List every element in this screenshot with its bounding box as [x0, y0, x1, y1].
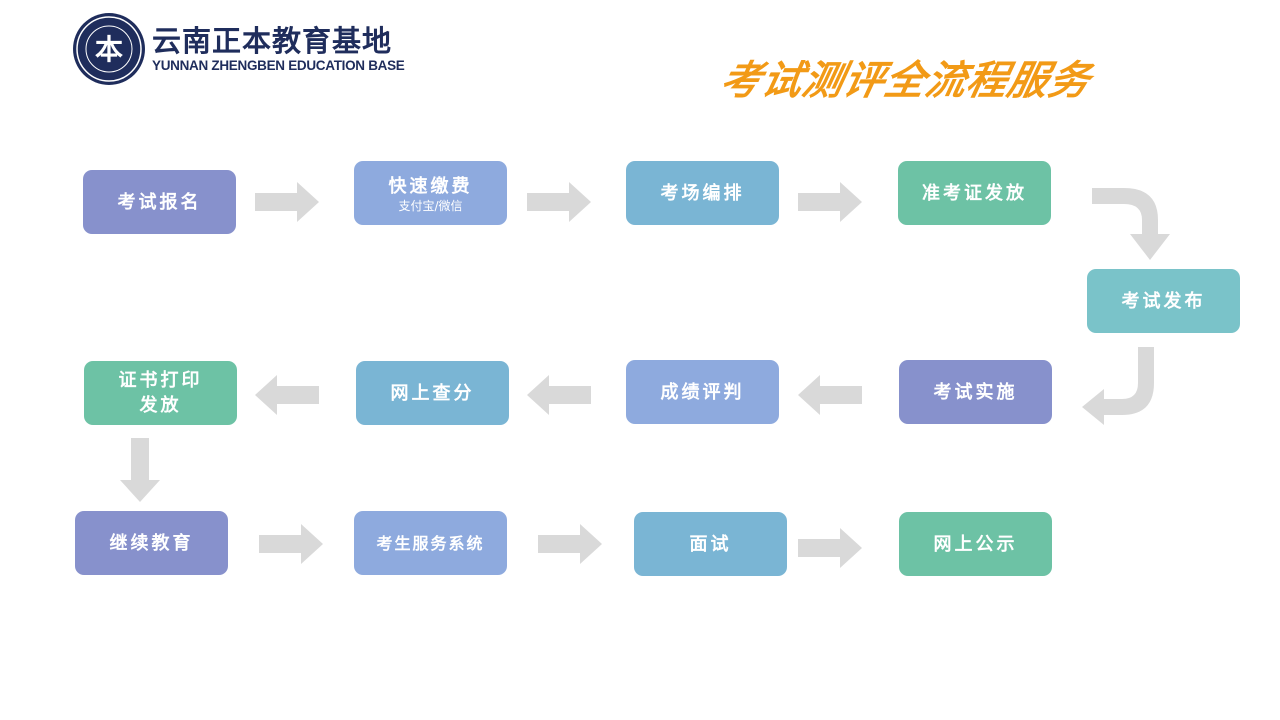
seal-emblem-icon: 本 — [74, 14, 144, 84]
page-title: 考试测评全流程服务 — [716, 58, 1096, 104]
step-sublabel: 支付宝/微信 — [398, 198, 463, 213]
step-label: 考试发布 — [1121, 290, 1206, 312]
step-label: 准考证发放 — [922, 182, 1027, 204]
arrow-left-icon — [527, 375, 591, 415]
step-quick-payment: 快速缴费 支付宝/微信 — [354, 161, 507, 225]
curved-arrow-down-icon — [1092, 188, 1170, 260]
step-exam-implementation: 考试实施 — [899, 360, 1052, 424]
arrow-left-icon — [255, 375, 319, 415]
arrow-right-icon — [538, 524, 602, 564]
step-continuing-education: 继续教育 — [75, 511, 228, 575]
step-certificate-printing: 证书打印 发放 — [84, 361, 237, 425]
step-label: 考试报名 — [117, 191, 202, 213]
logo-title-en: YUNNAN ZHENGBEN EDUCATION BASE — [152, 58, 405, 73]
step-label: 面试 — [689, 533, 732, 555]
step-label: 网上公示 — [933, 533, 1018, 555]
step-label: 快速缴费 — [388, 175, 473, 197]
arrow-left-icon — [798, 375, 862, 415]
arrow-right-icon — [527, 182, 591, 222]
curved-arrow-left-icon — [1082, 347, 1154, 425]
step-exam-room-arrangement: 考场编排 — [626, 161, 779, 225]
step-label: 网上查分 — [390, 382, 475, 404]
arrow-right-icon — [255, 182, 319, 222]
arrow-right-icon — [798, 182, 862, 222]
step-admission-ticket: 准考证发放 — [898, 161, 1051, 225]
step-exam-registration: 考试报名 — [83, 170, 236, 234]
arrow-right-icon — [259, 524, 323, 564]
step-exam-publish: 考试发布 — [1087, 269, 1240, 333]
seal-char: 本 — [95, 33, 123, 66]
arrow-down-icon — [120, 438, 160, 502]
step-label: 考生服务系统 — [376, 533, 485, 553]
logo: 本 云南正本教育基地 YUNNAN ZHENGBEN EDUCATION BAS… — [74, 14, 405, 84]
logo-title-cn: 云南正本教育基地 — [152, 24, 393, 58]
step-candidate-service-system: 考生服务系统 — [354, 511, 507, 575]
step-label: 继续教育 — [109, 532, 194, 554]
step-label: 成绩评判 — [660, 381, 745, 403]
step-score-evaluation: 成绩评判 — [626, 360, 779, 424]
arrow-right-icon — [798, 528, 862, 568]
step-online-score-query: 网上查分 — [356, 361, 509, 425]
step-label: 证书打印 发放 — [118, 370, 203, 416]
step-label: 考场编排 — [660, 182, 745, 204]
step-interview: 面试 — [634, 512, 787, 576]
step-label: 考试实施 — [933, 381, 1018, 403]
step-online-publicity: 网上公示 — [899, 512, 1052, 576]
